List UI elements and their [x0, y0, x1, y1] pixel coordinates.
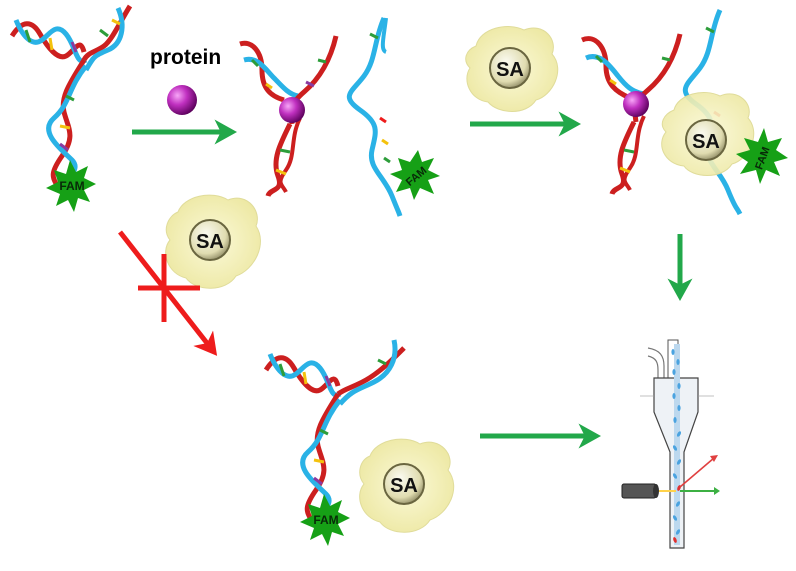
fam-star-1: FAM: [46, 160, 96, 212]
sa-label: SA: [196, 231, 224, 253]
flow-cytometer-icon: [621, 339, 720, 549]
fam-label: FAM: [313, 513, 338, 527]
sa-core: [189, 219, 231, 261]
fam-star-icon: [46, 160, 96, 212]
dna-aptamer-free: [9, 4, 133, 190]
fam-star-icon: [390, 150, 440, 200]
fam-star-icon: [300, 494, 350, 546]
sa-label: SA: [692, 131, 720, 153]
fam-star-3: FAM: [736, 128, 788, 184]
fam-star-icon: [736, 128, 788, 184]
sa-label: SA: [390, 475, 418, 497]
sa-core: [489, 47, 531, 89]
sphere-icon: [279, 97, 305, 123]
streptavidin-bound: SA: [661, 92, 755, 176]
streptavidin-top: SA: [465, 26, 559, 112]
arrow-blocked-path: [118, 230, 218, 356]
sa-core: [685, 119, 727, 161]
sa-label: SA: [496, 59, 524, 81]
dna-aptamer-protein-bound: [239, 16, 403, 217]
streptavidin-free: SA: [359, 438, 455, 533]
sa-core: [383, 463, 425, 505]
fam-label: FAM: [59, 179, 84, 193]
fam-star-2: FAM: [390, 150, 440, 200]
fam-star-4: FAM: [300, 494, 350, 546]
sphere-icon: [167, 85, 197, 115]
protein-label: protein: [150, 46, 221, 69]
streptavidin-blocked: SA: [165, 194, 261, 289]
block-cross-icon: [138, 254, 200, 322]
sphere-icon: [623, 91, 649, 117]
